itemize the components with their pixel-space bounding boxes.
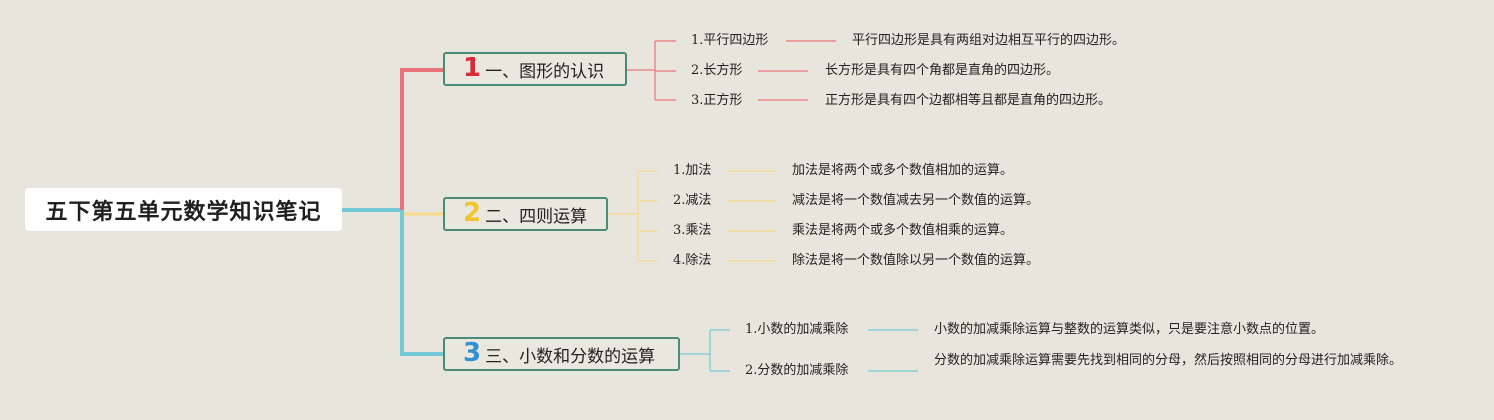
branch-2-sub-connectors <box>608 170 776 262</box>
topic-division[interactable]: 4.除法 <box>673 253 712 268</box>
desc-fraction-ops[interactable]: 分数的加减乘除运算需要先找到相同的分母，然后按照相同的分母进行加减乘除。 <box>934 353 1403 368</box>
desc-multiplication[interactable]: 乘法是将两个或多个数值相乘的运算。 <box>792 223 1014 238</box>
topic-fraction-ops[interactable]: 2.分数的加减乘除 <box>745 363 849 378</box>
branch-number-1: 1 <box>463 53 482 83</box>
desc-addition[interactable]: 加法是将两个或多个数值相加的运算。 <box>792 163 1014 178</box>
topic-multiplication[interactable]: 3.乘法 <box>673 223 712 238</box>
desc-square[interactable]: 正方形是具有四个边都相等且都是直角的四边形。 <box>825 93 1112 108</box>
branch-3-sub-connectors <box>680 329 918 372</box>
branch-arithmetic[interactable]: 2 二、四则运算 <box>443 197 608 231</box>
root-title[interactable]: 五下第五单元数学知识笔记 <box>25 188 342 231</box>
branch-label: 二、四则运算 <box>485 206 588 227</box>
branch-number-2: 2 <box>463 198 482 228</box>
desc-decimal-ops[interactable]: 小数的加减乘除运算与整数的运算类似，只是要注意小数点的位置。 <box>934 322 1325 337</box>
topic-rectangle[interactable]: 2.长方形 <box>691 63 743 78</box>
topic-addition[interactable]: 1.加法 <box>673 163 712 178</box>
desc-division[interactable]: 除法是将一个数值除以另一个数值的运算。 <box>792 253 1040 268</box>
branch-3-connector <box>400 210 443 356</box>
branch-shapes[interactable]: 1 一、图形的认识 <box>443 52 627 86</box>
topic-decimal-ops[interactable]: 1.小数的加减乘除 <box>745 322 849 337</box>
branch-label: 一、图形的认识 <box>485 61 605 82</box>
desc-rectangle[interactable]: 长方形是具有四个角都是直角的四边形。 <box>825 63 1060 78</box>
topic-square[interactable]: 3.正方形 <box>691 93 743 108</box>
branch-1-connector <box>400 68 443 210</box>
branch-1-sub-connectors <box>627 40 836 101</box>
desc-subtraction[interactable]: 减法是将一个数值减去另一个数值的运算。 <box>792 193 1040 208</box>
branch-number-3: 3 <box>463 338 482 368</box>
branch-decimal-fraction[interactable]: 3 三、小数和分数的运算 <box>443 337 680 371</box>
topic-subtraction[interactable]: 2.减法 <box>673 193 712 208</box>
branch-label: 三、小数和分数的运算 <box>485 346 656 367</box>
topic-parallelogram[interactable]: 1.平行四边形 <box>691 33 769 48</box>
desc-parallelogram[interactable]: 平行四边形是具有两组对边相互平行的四边形。 <box>852 33 1126 48</box>
